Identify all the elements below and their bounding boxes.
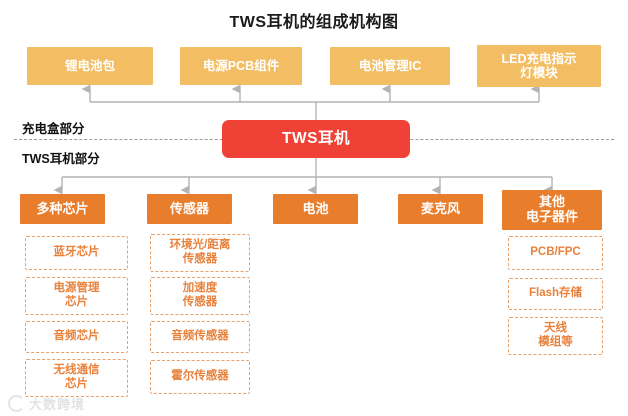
charging-case-node-0[interactable]: 锂电池包 <box>27 47 153 85</box>
watermark: 大数跨境 <box>8 394 85 413</box>
subitem-label: 天线 模组等 <box>538 322 573 348</box>
subitem-sensors-2[interactable]: 音频传感器 <box>150 321 250 353</box>
center-node-label: TWS耳机 <box>282 130 350 148</box>
subitem-label: Flash存储 <box>528 287 583 300</box>
node-label: 其他 电子器件 <box>525 194 578 224</box>
subitem-label: 电源管理 芯片 <box>53 282 100 308</box>
subitem-other-1[interactable]: Flash存储 <box>508 278 603 310</box>
category-node-0[interactable]: 多种芯片 <box>20 194 105 224</box>
node-label: 多种芯片 <box>36 200 89 216</box>
subitem-sensors-0[interactable]: 环境光/距离 传感器 <box>150 234 250 272</box>
subitem-label: 音频芯片 <box>53 330 100 343</box>
subitem-chips-2[interactable]: 音频芯片 <box>25 321 128 353</box>
charging-case-node-1[interactable]: 电源PCB组件 <box>180 47 302 85</box>
charging-case-node-2[interactable]: 电池管理IC <box>330 47 450 85</box>
category-node-3[interactable]: 麦克风 <box>398 194 483 224</box>
node-label: 电池管理IC <box>358 59 422 73</box>
subitem-label: 加速度 传感器 <box>182 282 218 308</box>
node-label: 电池 <box>302 200 329 216</box>
subitem-label: 环境光/距离 传感器 <box>169 239 231 265</box>
category-node-4[interactable]: 其他 电子器件 <box>502 190 602 230</box>
node-label: 电源PCB组件 <box>202 59 280 73</box>
category-node-1[interactable]: 传感器 <box>147 194 232 224</box>
subitem-label: 音频传感器 <box>171 330 229 343</box>
charging-case-node-3[interactable]: LED充电指示 灯模块 <box>477 45 601 87</box>
section-label-charging-case: 充电盒部分 <box>22 122 85 136</box>
page-title: TWS耳机的组成机构图 <box>229 14 399 31</box>
subitem-label: 霍尔传感器 <box>171 370 229 383</box>
subitem-other-2[interactable]: 天线 模组等 <box>508 317 603 355</box>
subitem-label: 无线通信 芯片 <box>53 364 100 390</box>
category-node-2[interactable]: 电池 <box>273 194 358 224</box>
subitem-sensors-1[interactable]: 加速度 传感器 <box>150 277 250 315</box>
section-label-earbud: TWS耳机部分 <box>22 152 100 166</box>
node-label: 麦克风 <box>420 200 460 216</box>
center-node-tws-earphone[interactable]: TWS耳机 <box>222 120 410 158</box>
subitem-label: 蓝牙芯片 <box>53 246 100 259</box>
subitem-chips-0[interactable]: 蓝牙芯片 <box>25 236 128 270</box>
watermark-logo-icon <box>8 395 25 412</box>
node-label: LED充电指示 灯模块 <box>501 52 577 80</box>
node-label: 传感器 <box>169 200 209 216</box>
subitem-chips-3[interactable]: 无线通信 芯片 <box>25 359 128 397</box>
node-label: 锂电池包 <box>64 59 115 73</box>
subitem-label: PCB/FPC <box>530 246 581 259</box>
subitem-chips-1[interactable]: 电源管理 芯片 <box>25 277 128 315</box>
watermark-text: 大数跨境 <box>29 397 86 412</box>
subitem-sensors-3[interactable]: 霍尔传感器 <box>150 360 250 394</box>
subitem-other-0[interactable]: PCB/FPC <box>508 236 603 270</box>
